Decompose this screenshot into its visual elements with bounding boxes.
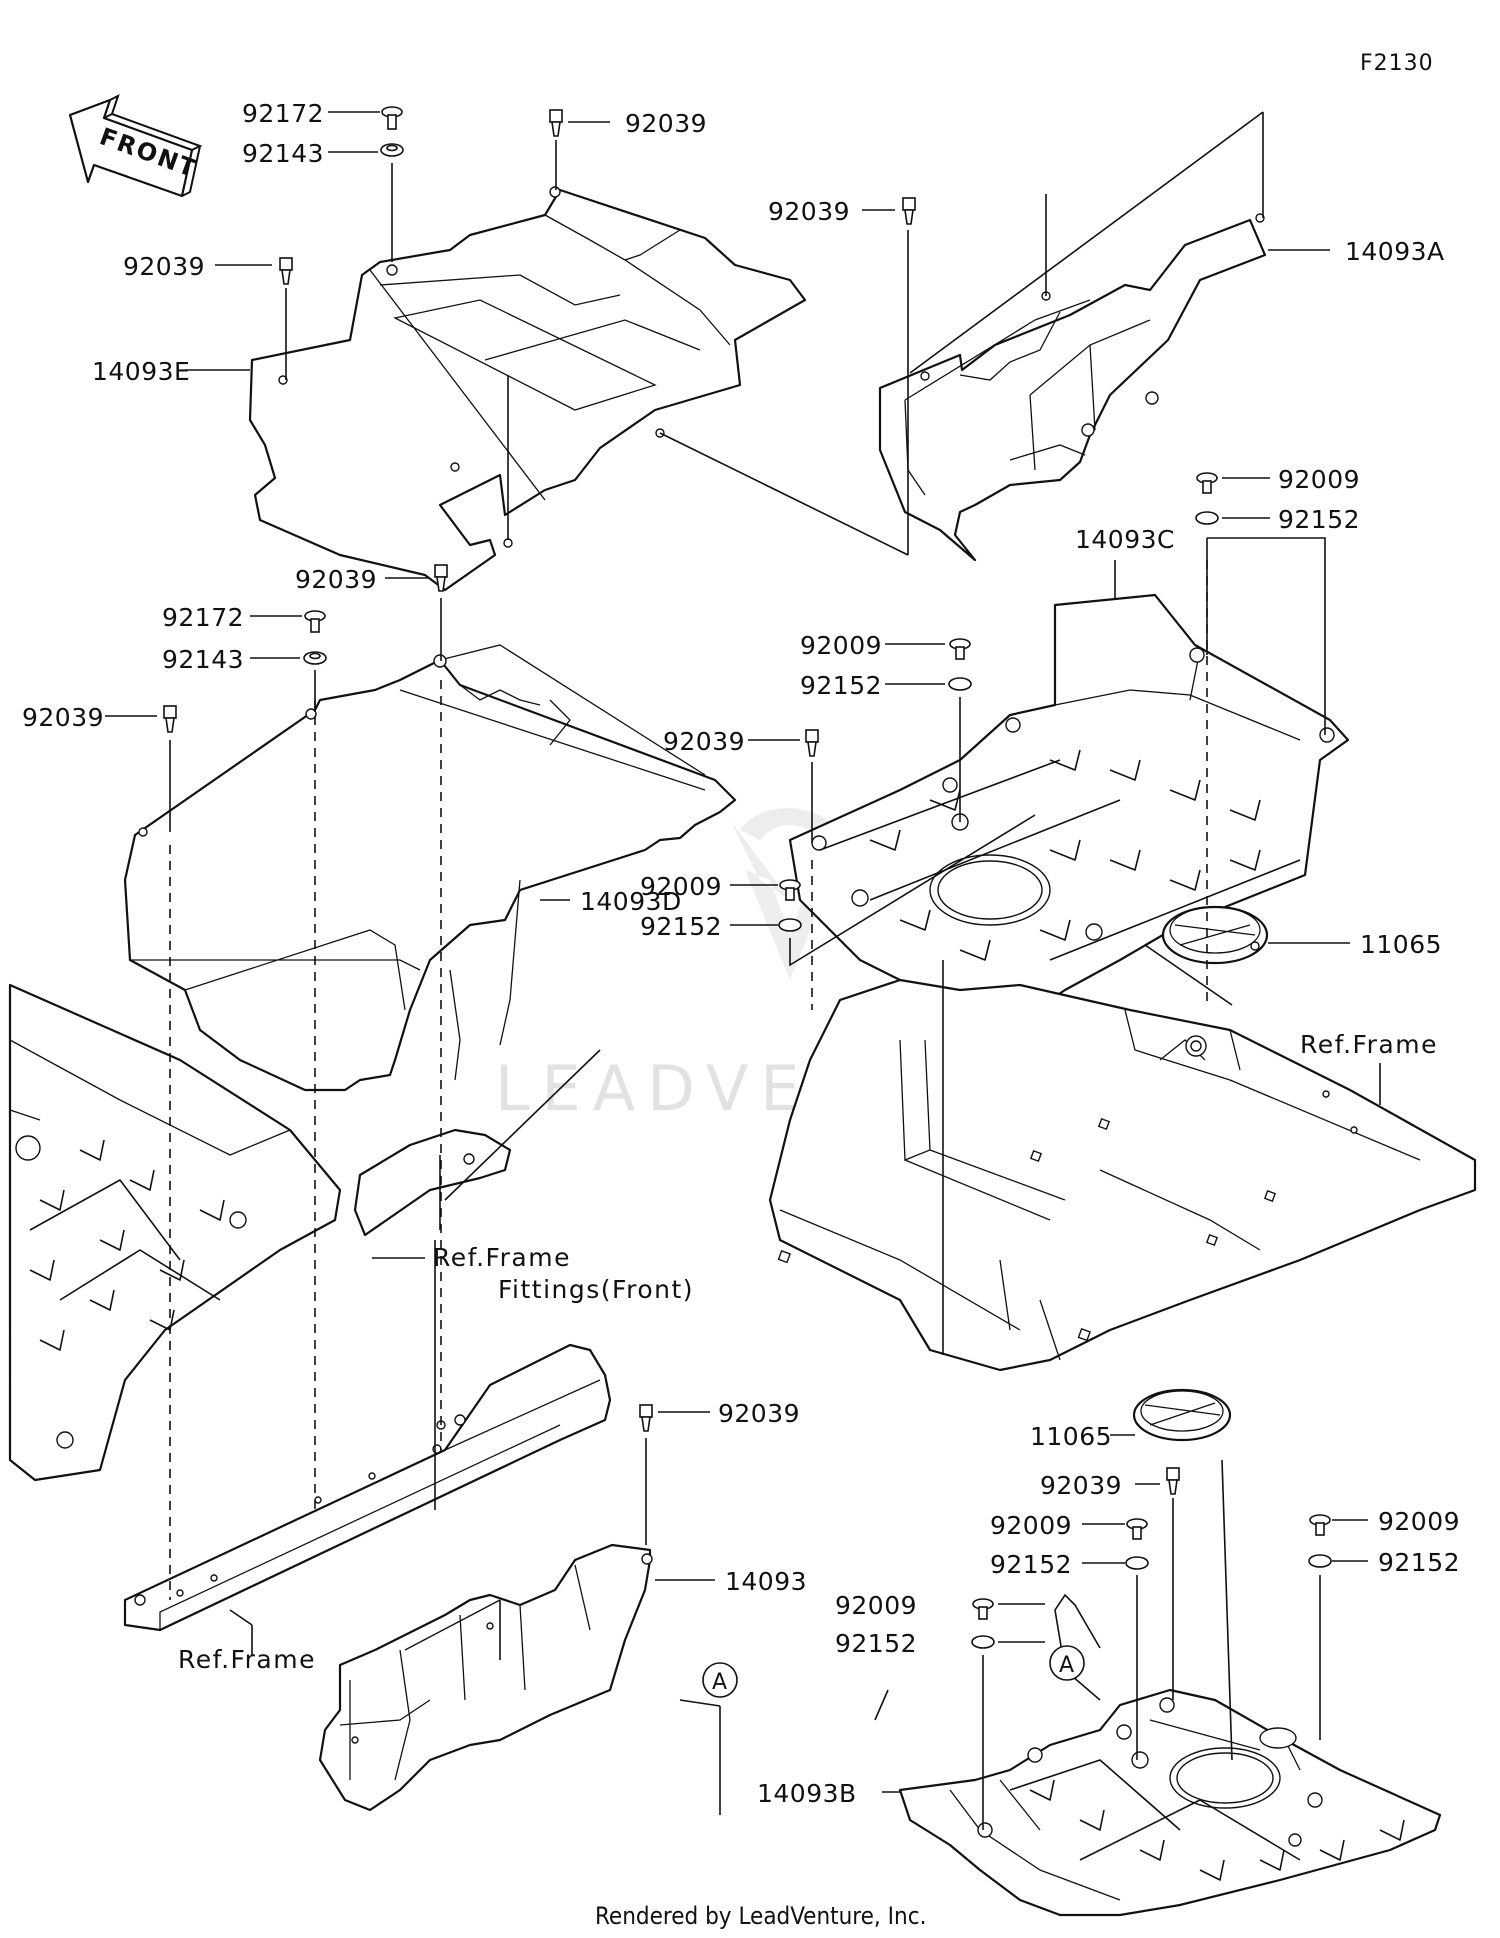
- clip-92039-a-icon: [549, 109, 563, 137]
- callout-92009-a: 92009: [1278, 465, 1360, 494]
- callout-92009-c: 92009: [640, 872, 722, 901]
- marker-a-2: A: [1049, 1645, 1085, 1681]
- clip-92039-e-icon: [163, 705, 177, 733]
- leader-lines: [105, 111, 1381, 1830]
- callout-14093: 14093: [725, 1567, 807, 1596]
- bolt-92009-e-icon: [1309, 1514, 1331, 1536]
- washer-92152-d-icon: [1125, 1556, 1149, 1570]
- callout-14093E: 14093E: [92, 357, 190, 386]
- callout-92143-a: 92143: [242, 139, 324, 168]
- callout-92152-e: 92152: [1378, 1548, 1460, 1577]
- callout-92143-b: 92143: [162, 645, 244, 674]
- callout-labels: 92172 92143 92039 92039 14093E 92039 140…: [22, 99, 1460, 1808]
- bolt-92009-b-icon: [949, 638, 971, 660]
- callout-92039-a: 92039: [625, 109, 707, 138]
- clip-92039-f-icon: [805, 729, 819, 757]
- frame-right: [768, 978, 1477, 1372]
- clip-92039-d-icon: [434, 564, 448, 592]
- callout-11065-b: 11065: [1030, 1422, 1112, 1451]
- ref-frame-fittings-line1: Ref.Frame: [433, 1243, 571, 1272]
- washer-92152-b-icon: [948, 677, 972, 691]
- part-14093D: [123, 644, 737, 1092]
- part-14093A: [878, 213, 1267, 562]
- ref-frame-fittings-line2: Fittings(Front): [498, 1275, 694, 1304]
- callout-92172-a: 92172: [242, 99, 324, 128]
- hardware: [163, 106, 1332, 1649]
- clip-92039-b-icon: [279, 257, 293, 285]
- callout-14093A: 14093A: [1345, 237, 1445, 266]
- callout-92009-e: 92009: [1378, 1507, 1460, 1536]
- bolt-92172-b-icon: [304, 610, 326, 633]
- bolt-92009-a-icon: [1196, 472, 1218, 494]
- callout-14093D: 14093D: [580, 887, 682, 916]
- floor-left: [8, 983, 512, 1482]
- diagram-code: F2130: [1360, 51, 1434, 76]
- part-14093E: [248, 186, 807, 592]
- callout-14093B: 14093B: [757, 1779, 857, 1808]
- clip-92039-h-icon: [1166, 1467, 1180, 1495]
- callout-92039-c: 92039: [768, 197, 850, 226]
- callout-14093C: 14093C: [1075, 525, 1175, 554]
- bolt-92172-a-icon: [381, 106, 403, 130]
- part-11065-upper: [1161, 905, 1269, 965]
- reference-labels: Ref.Frame Ref.Frame Fittings(Front) Ref.…: [178, 1030, 1438, 1674]
- washer-92143-b-icon: [303, 651, 327, 665]
- callout-92039-f: 92039: [663, 727, 745, 756]
- washer-92143-a-icon: [380, 143, 404, 157]
- washer-92152-e-icon: [1308, 1554, 1332, 1568]
- svg-text:A: A: [712, 1670, 727, 1695]
- washer-92152-a-icon: [1195, 511, 1219, 525]
- callout-92152-a: 92152: [1278, 505, 1360, 534]
- ref-frame-bottom: Ref.Frame: [178, 1645, 316, 1674]
- bolt-92009-d-icon: [1126, 1518, 1148, 1540]
- svg-text:A: A: [1059, 1653, 1074, 1678]
- washer-92152-f-icon: [971, 1635, 995, 1649]
- clip-92039-g-icon: [639, 1404, 653, 1432]
- callout-92009-d: 92009: [990, 1511, 1072, 1540]
- marker-a-1: A: [702, 1662, 738, 1698]
- callout-92009-f: 92009: [835, 1591, 917, 1620]
- front-direction-icon: FRONT: [68, 94, 203, 198]
- washer-92152-c-icon: [778, 918, 802, 932]
- part-14093: [318, 1543, 653, 1812]
- callout-92152-f: 92152: [835, 1629, 917, 1658]
- callout-92039-e: 92039: [22, 703, 104, 732]
- callout-92039-g: 92039: [718, 1399, 800, 1428]
- alignment-lines: [169, 560, 1208, 1600]
- bolt-92009-c-icon: [779, 879, 801, 901]
- clip-92039-c-icon: [902, 197, 916, 225]
- callout-92152-d: 92152: [990, 1550, 1072, 1579]
- callout-92039-d: 92039: [295, 565, 377, 594]
- ref-frame-right: Ref.Frame: [1300, 1030, 1438, 1059]
- callout-92009-b: 92009: [800, 631, 882, 660]
- callout-92039-b: 92039: [123, 252, 205, 281]
- bolt-92009-f-icon: [972, 1598, 994, 1620]
- callout-92172-b: 92172: [162, 603, 244, 632]
- callout-11065-a: 11065: [1360, 930, 1442, 959]
- part-11065-lower: [1132, 1388, 1232, 1442]
- callout-92152-c: 92152: [640, 912, 722, 941]
- credit-text: Rendered by LeadVenture, Inc.: [595, 1902, 926, 1930]
- callout-92039-h: 92039: [1040, 1471, 1122, 1500]
- frame-rail-bottom: [123, 1343, 612, 1632]
- callout-92152-b: 92152: [800, 671, 882, 700]
- part-14093B: [898, 1688, 1442, 1917]
